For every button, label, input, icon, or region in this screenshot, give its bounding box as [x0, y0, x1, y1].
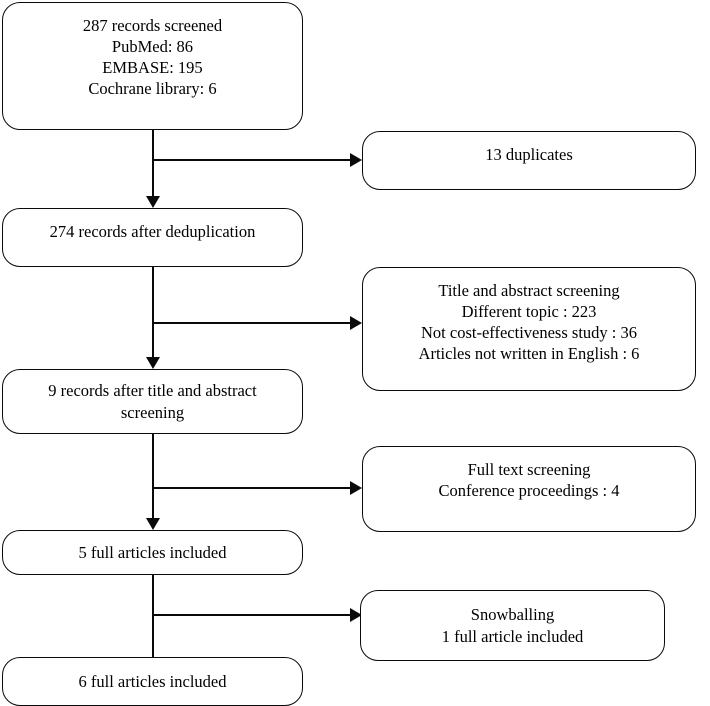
node-title-abstract-excluded-line-1: Title and abstract screening [438, 281, 620, 300]
arrowhead-into-title-abstract [146, 357, 160, 369]
arrowhead-into-full-text-excluded [350, 481, 362, 495]
node-title-abstract-screening-excluded: Title and abstract screening Different t… [362, 267, 696, 391]
node-snowballing: Snowballing 1 full article included [360, 590, 665, 661]
node-full-text-excluded-line-2: Conference proceedings : 4 [438, 481, 620, 501]
node-records-after-title-abstract-line-1: 9 records after title and abstract [48, 381, 257, 401]
node-records-screened-line-3: EMBASE: 195 [102, 58, 203, 78]
arrowhead-into-duplicates [350, 153, 362, 167]
arrowhead-into-title-abstract-excluded [350, 316, 362, 330]
node-records-after-deduplication: 274 records after deduplication [2, 208, 303, 267]
node-records-screened: 287 records screened PubMed: 86 EMBASE: … [2, 2, 303, 130]
connector-full-articles-to-total [152, 575, 154, 657]
node-records-after-title-abstract-line-2: screening [120, 402, 185, 422]
connector-screened-to-dedup [152, 130, 154, 202]
connector-dedup-to-title-abstract [152, 267, 154, 363]
node-full-text-excluded-line-1: Full text screening [467, 460, 591, 479]
node-snowballing-line-1: Snowballing [470, 605, 555, 625]
node-title-abstract-excluded-line-4: Articles not written in English : 6 [418, 344, 640, 364]
branch-to-full-text-excluded [152, 487, 352, 489]
branch-to-snowballing [152, 614, 352, 616]
branch-to-duplicates [152, 159, 352, 161]
node-snowballing-line-2: 1 full article included [441, 626, 584, 646]
arrowhead-into-dedup [146, 196, 160, 208]
branch-to-title-abstract-excluded [152, 322, 352, 324]
node-records-screened-line-4: Cochrane library: 6 [88, 79, 217, 99]
node-full-articles-included-6: 6 full articles included [2, 657, 303, 706]
node-duplicates-line-1: 13 duplicates [485, 145, 573, 164]
node-full-articles-included-6-line-1: 6 full articles included [78, 671, 227, 691]
node-records-screened-line-2: PubMed: 86 [111, 37, 194, 57]
node-full-text-screening-excluded: Full text screening Conference proceedin… [362, 446, 696, 532]
node-full-articles-included-5-line-1: 5 full articles included [78, 542, 227, 562]
arrowhead-into-snowballing [350, 608, 362, 622]
node-title-abstract-excluded-line-2: Different topic : 223 [461, 302, 597, 322]
node-records-after-title-abstract: 9 records after title and abstract scree… [2, 369, 303, 434]
node-records-after-deduplication-line-1: 274 records after deduplication [49, 222, 256, 241]
node-records-screened-line-1: 287 records screened [82, 16, 223, 35]
connector-title-abstract-to-full-articles [152, 434, 154, 524]
node-title-abstract-excluded-line-3: Not cost-effectiveness study : 36 [421, 323, 637, 343]
node-full-articles-included-5: 5 full articles included [2, 530, 303, 575]
node-duplicates: 13 duplicates [362, 131, 696, 190]
arrowhead-into-full-articles [146, 518, 160, 530]
